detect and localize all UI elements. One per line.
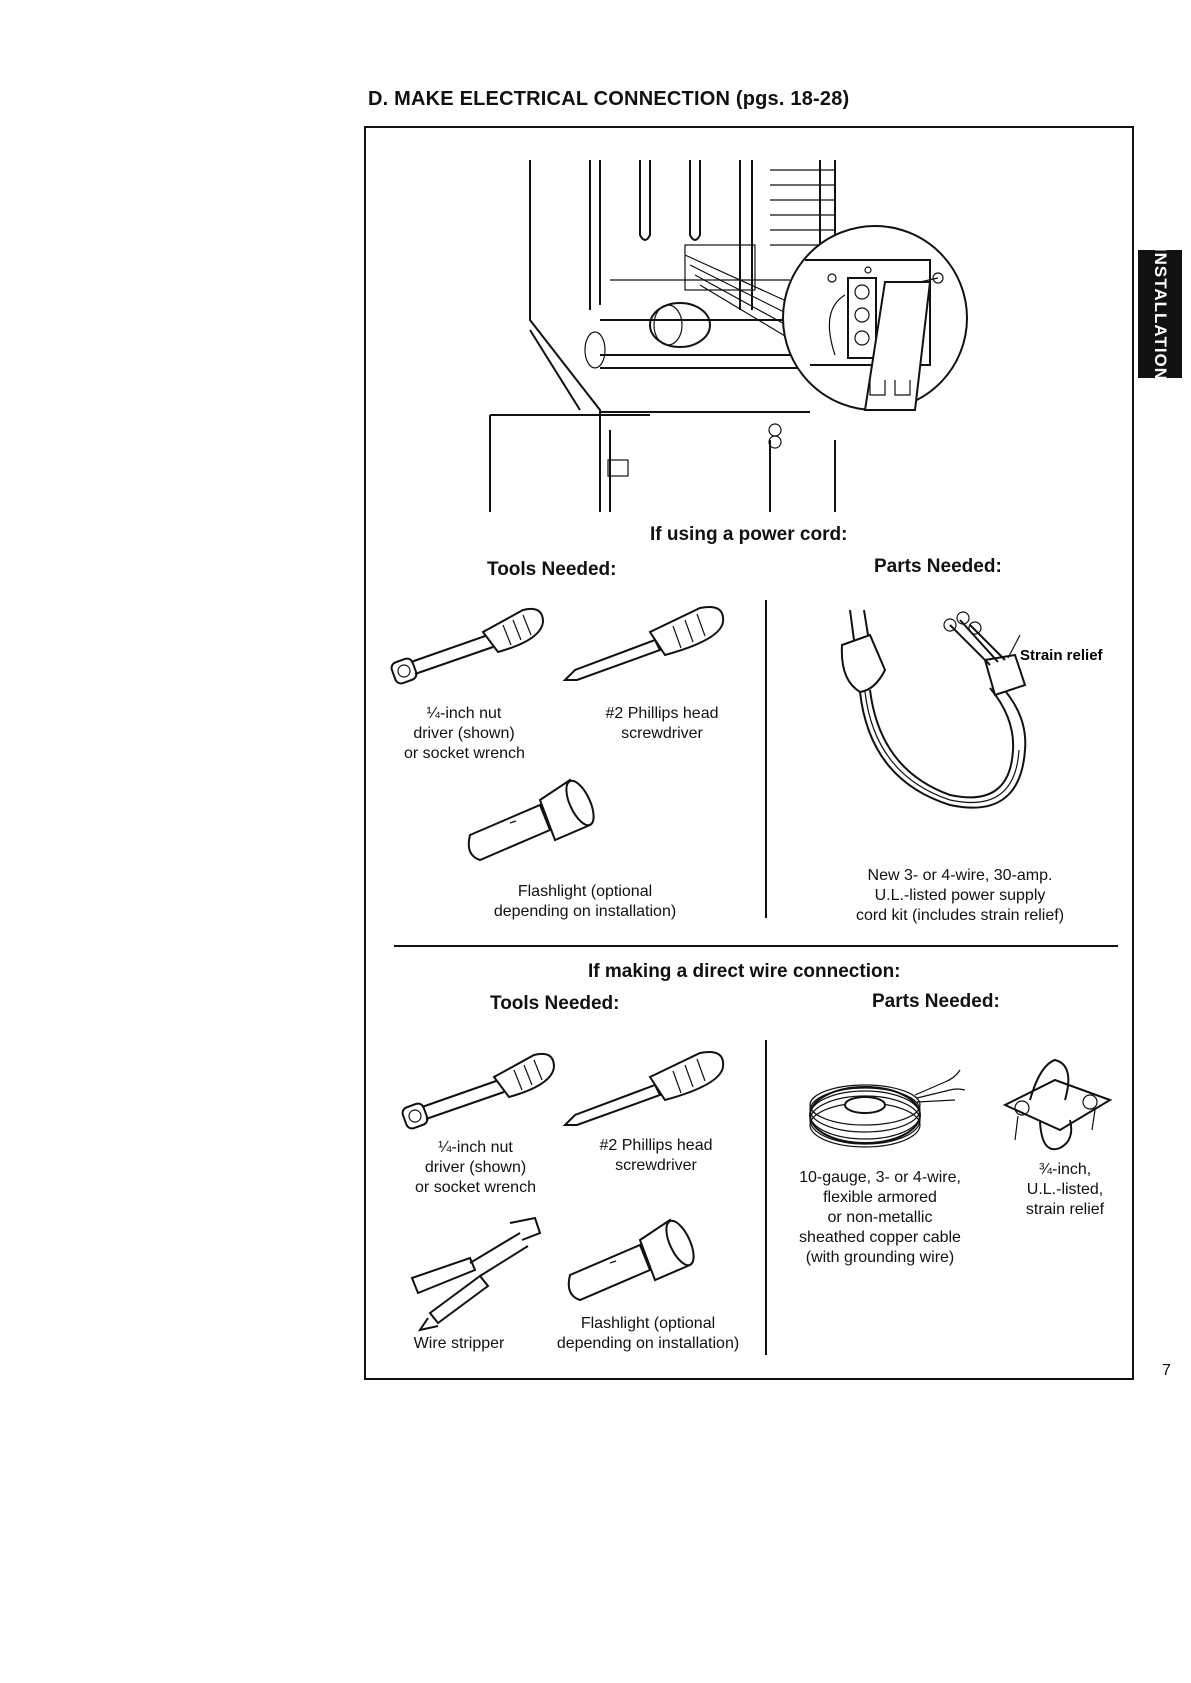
phillips-screwdriver-icon [562,606,725,681]
flashlight-icon [467,778,595,862]
caption-line: screwdriver [621,725,703,742]
copper-cable-coil-icon [809,1069,966,1148]
caption-line: or socket wrench [415,1179,536,1196]
power-cord-tools-heading: Tools Needed: [487,559,617,580]
copper-cable-caption: 10-gauge, 3- or 4-wire, flexible armored… [780,1168,980,1268]
caption-line: sheathed copper cable [799,1229,961,1246]
caption-line: New 3- or 4-wire, 30-amp. [867,867,1053,884]
direct-wire-section-title: If making a direct wire connection: [588,961,901,982]
page-number: 7 [1162,1362,1171,1379]
caption-line: strain relief [1025,1201,1105,1218]
power-cord-column-divider [765,600,767,918]
power-cord-nut-driver-caption: ¼-inch nut driver (shown) or socket wren… [404,704,525,764]
caption-line: Wire stripper [413,1335,505,1352]
caption-line: #2 Phillips head [599,1137,713,1154]
strain-relief-callout: Strain relief [1020,647,1104,664]
phillips-screwdriver-icon [562,1051,725,1126]
caption-line: #2 Phillips head [605,705,719,722]
nut-driver-icon [401,1052,556,1130]
caption-line: depending on installation) [493,903,677,920]
wire-stripper-caption: Wire stripper [404,1334,514,1354]
nut-driver-icon [390,607,545,685]
caption-line: Flashlight (optional [580,1315,716,1332]
caption-line: U.L.-listed, [1026,1181,1104,1198]
direct-wire-nut-driver-caption: ¼-inch nut driver (shown) or socket wren… [408,1138,543,1198]
flashlight-icon [567,1218,695,1302]
caption-line: U.L.-listed power supply [874,887,1046,904]
strain-relief-clamp-icon [1002,1058,1113,1151]
caption-line: ¼-inch nut [438,1139,513,1156]
section-tab: INSTALLATION [1138,246,1182,382]
section-tab-label: INSTALLATION [1151,246,1170,382]
caption-line: Flashlight (optional [517,883,653,900]
direct-wire-flashlight-caption: Flashlight (optional depending on instal… [533,1314,763,1354]
power-cord-parts-heading: Parts Needed: [874,556,1002,577]
caption-line: driver (shown) [424,1159,527,1176]
direct-wire-column-divider [765,1040,767,1355]
direct-wire-tools-heading: Tools Needed: [490,993,620,1014]
caption-line: cord kit (includes strain relief) [855,907,1065,924]
caption-line: 10-gauge, 3- or 4-wire, [799,1169,961,1186]
direct-wire-screwdriver-caption: #2 Phillips head screwdriver [586,1136,726,1176]
caption-line: (with grounding wire) [805,1249,955,1266]
content-frame [364,126,1134,1380]
wire-stripper-icon [410,1216,542,1332]
caption-line: depending on installation) [556,1335,740,1352]
page-heading: D. MAKE ELECTRICAL CONNECTION (pgs. 18-2… [368,88,850,110]
direct-wire-parts-heading: Parts Needed: [872,991,1000,1012]
power-cord-section-title: If using a power cord: [650,524,848,545]
power-cord-kit-icon: Strain relief [840,609,1104,809]
caption-line: driver (shown) [413,725,515,742]
dryer-terminal-block-illustration [489,160,968,512]
caption-line: or socket wrench [404,745,525,762]
strain-relief-caption: ¾-inch, U.L.-listed, strain relief [1010,1160,1120,1220]
caption-line: flexible armored [823,1189,937,1206]
power-cord-kit-caption: New 3- or 4-wire, 30-amp. U.L.-listed po… [820,866,1100,926]
caption-line: ¼-inch nut [426,705,502,722]
power-cord-screwdriver-caption: #2 Phillips head screwdriver [592,704,732,744]
caption-line: ¾-inch, [1038,1161,1092,1178]
caption-line: or non-metallic [827,1209,933,1226]
caption-line: screwdriver [615,1157,697,1174]
section-divider [394,945,1118,947]
power-cord-flashlight-caption: Flashlight (optional depending on instal… [470,882,700,922]
